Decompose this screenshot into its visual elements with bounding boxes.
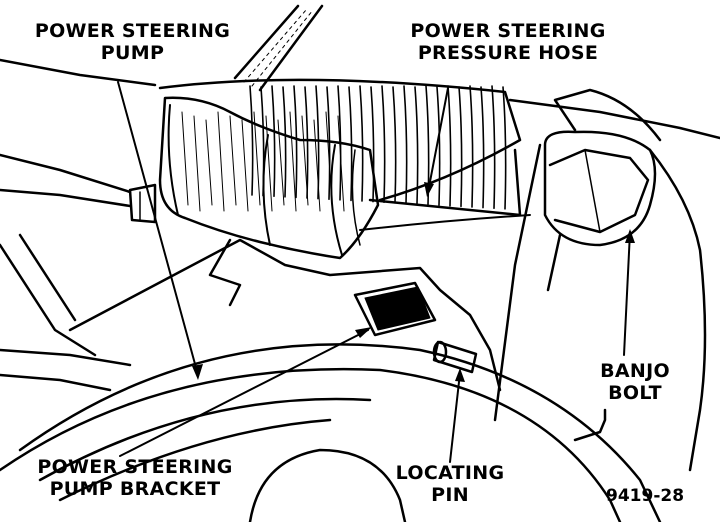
hose-label-line2: PRESSURE HOSE xyxy=(417,42,599,64)
hose-shading xyxy=(181,111,345,212)
pressure-hose-corrugated xyxy=(158,78,531,231)
pump-label-line2: PUMP xyxy=(100,42,165,64)
hose-label-line1: POWER STEERING xyxy=(410,20,606,42)
pump-label-line1: POWER STEERING xyxy=(34,20,231,42)
leader-lines xyxy=(117,81,631,463)
locating-pin-label-line1: LOCATING xyxy=(395,462,505,484)
hose-label: POWER STEERING PRESSURE HOSE xyxy=(403,20,613,64)
bracket-label: POWER STEERING PUMP BRACKET xyxy=(30,456,240,500)
banjo-bolt-label-line2: BOLT xyxy=(608,382,662,404)
leader-arrowheads xyxy=(192,182,635,382)
background-frame-lines xyxy=(0,58,720,208)
banjo-bolt-label-line1: BANJO xyxy=(600,360,670,382)
bracket-outline xyxy=(0,233,502,392)
banjo-bolt-label: BANJO BOLT xyxy=(590,360,680,404)
hose-corrugation-ribs xyxy=(249,85,507,210)
pump-label: POWER STEERING PUMP xyxy=(30,20,235,64)
locating-pin-label: LOCATING PIN xyxy=(390,462,510,506)
pulley-arcs xyxy=(0,343,662,522)
bracket-pad xyxy=(353,281,437,337)
banjo-bolt xyxy=(493,88,707,472)
locating-pin-label-line2: PIN xyxy=(431,484,469,506)
bracket-label-line1: POWER STEERING xyxy=(37,456,233,478)
figure-number: 9419-28 xyxy=(606,486,685,506)
diagonal-rod xyxy=(233,4,324,92)
locating-pin xyxy=(432,340,478,374)
bracket-label-line2: PUMP BRACKET xyxy=(49,478,221,500)
rubber-hose-body xyxy=(158,96,380,260)
